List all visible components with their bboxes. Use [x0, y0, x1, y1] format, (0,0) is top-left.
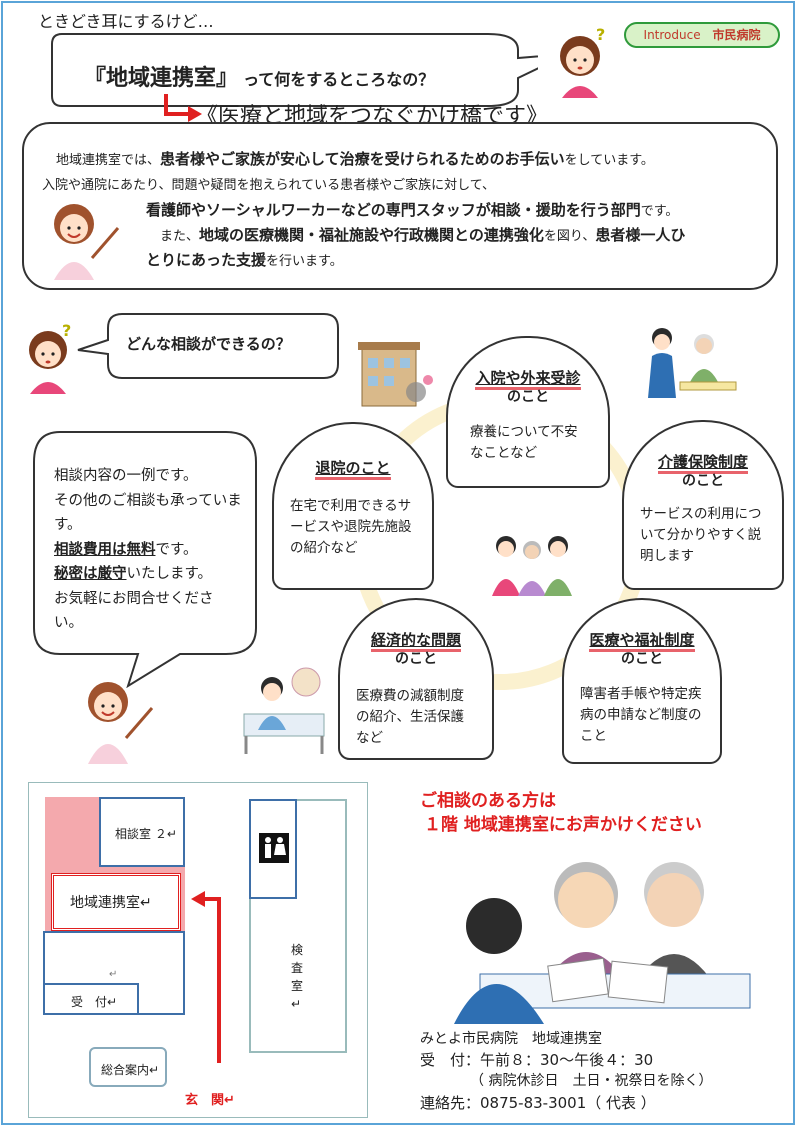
intro-l1-post: をしています。	[564, 153, 654, 168]
map-reception-label: 受 付↵	[71, 995, 118, 1009]
intro-l5-bold: とりにあった支援	[146, 251, 267, 269]
question-text: 『地域連携室』 って何をするところなの？	[84, 60, 434, 92]
intro-l1-pre: 地域連携室では、	[56, 153, 161, 168]
intro-line-1: 地域連携室では、患者様やご家族が安心して治療を受けられるためのお手伝いをしていま…	[56, 148, 654, 169]
map-route-arrow	[191, 891, 221, 1063]
worried-woman-icon-2: ?	[29, 321, 71, 394]
intro-line-3: 看護師やソーシャルワーカーなどの専門スタッフが相談・援助を行う部門です。	[146, 199, 678, 220]
note-bubble	[33, 431, 257, 688]
intro-l4-bold1: 地域の医療機関・福祉施設や行政機関との連携強化	[199, 226, 544, 244]
intro-l4-mid: を図り、	[543, 229, 596, 244]
call-line-1: ご相談のある方は	[420, 791, 556, 811]
topic-discharge-title: 退院のこと	[315, 459, 391, 480]
arrow-icon	[164, 94, 202, 122]
contact-name: みとよ市民病院 地域連携室	[420, 1031, 602, 1047]
topic-admission-title2: のこと	[507, 389, 549, 405]
topic-care-insurance: 介護保険制度 のこと サービスの利用について分かりやすく説明します	[622, 420, 784, 590]
map-room-consult: 相談室 ２↵	[99, 797, 185, 867]
contact-closed: （ 病院休診日 土日・祝祭日を除く）	[470, 1073, 713, 1089]
topic-discharge-body: 在宅で利用できるサービスや退院先施設の紹介など	[290, 498, 412, 556]
care-facility-icon	[358, 342, 433, 407]
question-rest: って何をするところなの？	[243, 70, 435, 89]
topic-welfare-title2: のこと	[621, 651, 663, 667]
topic-care-body: サービスの利用について分かりやすく説明します	[640, 506, 762, 564]
floor-map: 相談室 ２↵ 地域連携室↵ ↵ 受 付↵ 総合案内↵ 検査室↵ 玄 関↵	[28, 782, 368, 1118]
worried-woman-icon: ?	[560, 25, 605, 98]
svg-text:?: ?	[596, 25, 605, 44]
topic-financial-title: 経済的な問題	[370, 631, 461, 652]
topic-financial: 経済的な問題 のこと 医療費の減額制度の紹介、生活保護など	[338, 598, 494, 760]
nurse-pointer-icon-2	[88, 682, 154, 764]
topic-admission-title: 入院や外来受診	[475, 369, 581, 390]
note-free: 相談費用は無料	[54, 541, 156, 558]
topic-admission: 入院や外来受診 のこと 療養について不安なことなど	[446, 336, 610, 488]
note-line-1: 相談内容の一例です。	[54, 468, 198, 484]
note-text: 相談内容の一例です。 その他のご相談も承っています。 相談費用は無料です。 秘密…	[54, 464, 242, 636]
call-line-2: １階 地域連携室にお声かけください	[424, 815, 702, 835]
topic-care-title2: のこと	[682, 473, 724, 489]
intro-l1-bold: 患者様やご家族が安心して治療を受けられるためのお手伝い	[160, 150, 565, 168]
note-free-post: です。	[155, 541, 198, 558]
topic-admission-body: 療養について不安なことなど	[470, 424, 578, 461]
topic-welfare-body: 障害者手帳や特定疾病の申請など制度のこと	[580, 686, 702, 744]
topic-welfare: 医療や福祉制度 のこと 障害者手帳や特定疾病の申請など制度のこと	[562, 598, 722, 764]
contact-phone: 連絡先：0875-83-3001（ 代表 ）	[420, 1094, 656, 1112]
map-info-label: 総合案内↵	[101, 1063, 160, 1077]
topic-welfare-title: 医療や福祉制度	[589, 631, 695, 652]
family-group-icon	[492, 536, 572, 596]
topic-financial-title2: のこと	[395, 651, 437, 667]
intro-l3-bold: 看護師やソーシャルワーカーなどの専門スタッフが相談・援助を行う部門	[146, 201, 641, 219]
topic-care-title: 介護保険制度	[657, 453, 748, 474]
intro-box	[22, 122, 778, 290]
consult-question: どんな相談ができるの？	[126, 335, 291, 353]
patient-bed-icon	[243, 667, 325, 754]
intro-l3-post: です。	[640, 204, 679, 219]
svg-text:?: ?	[62, 321, 71, 340]
contact-hours: 受 付：午前８：30～午後４：30	[420, 1051, 654, 1069]
topic-discharge: 退院のこと 在宅で利用できるサービスや退院先施設の紹介など	[272, 422, 434, 590]
intro-line-4: また、地域の医療機関・福祉施設や行政機関との連携強化を図り、患者様一人ひ	[160, 224, 685, 245]
map-entrance: 玄 関↵	[185, 1093, 235, 1108]
badge-right: 市民病院	[712, 28, 761, 42]
map-room-main: 地域連携室↵	[51, 873, 181, 931]
badge-left: Introduce	[643, 28, 701, 42]
consultation-illustration	[454, 862, 751, 1024]
intro-line-2: 入院や通院にあたり、問題や疑問を抱えられている患者様やご家族に対して、	[42, 178, 496, 193]
header-lead: ときどき耳にするけど…	[38, 12, 214, 31]
map-room-main-label: 地域連携室↵	[70, 895, 152, 911]
note-secret-post: いたします。	[126, 566, 213, 582]
note-line-5: お気軽にお問合せください。	[54, 590, 214, 632]
question-title: 『地域連携室』	[84, 66, 239, 91]
nurse-pointer-icon	[54, 204, 120, 280]
note-secret: 秘密は厳守	[54, 566, 127, 582]
intro-l4-pre: また、	[160, 229, 200, 244]
intro-line-5: とりにあった支援を行います。	[146, 249, 343, 270]
note-line-2: その他のご相談も承っています。	[54, 492, 242, 534]
map-room-consult-label: 相談室 ２↵	[115, 827, 177, 841]
restroom-icon	[259, 833, 289, 863]
question-bubble	[51, 33, 538, 107]
caregiver-icon	[648, 328, 737, 398]
map-exam-label: 検査室↵	[291, 943, 304, 1011]
introduce-badge: Introduce 市民病院	[624, 22, 780, 48]
intro-l4-bold2: 患者様一人ひ	[595, 226, 686, 244]
intro-l5-post: を行います。	[266, 254, 343, 269]
consult-question-bubble	[77, 313, 339, 379]
map-reception: 受 付↵	[43, 983, 139, 1015]
topic-financial-body: 医療費の減額制度の紹介、生活保護など	[356, 688, 464, 746]
map-room-blank-mark: ↵	[109, 969, 118, 980]
map-info-desk: 総合案内↵	[89, 1047, 167, 1087]
